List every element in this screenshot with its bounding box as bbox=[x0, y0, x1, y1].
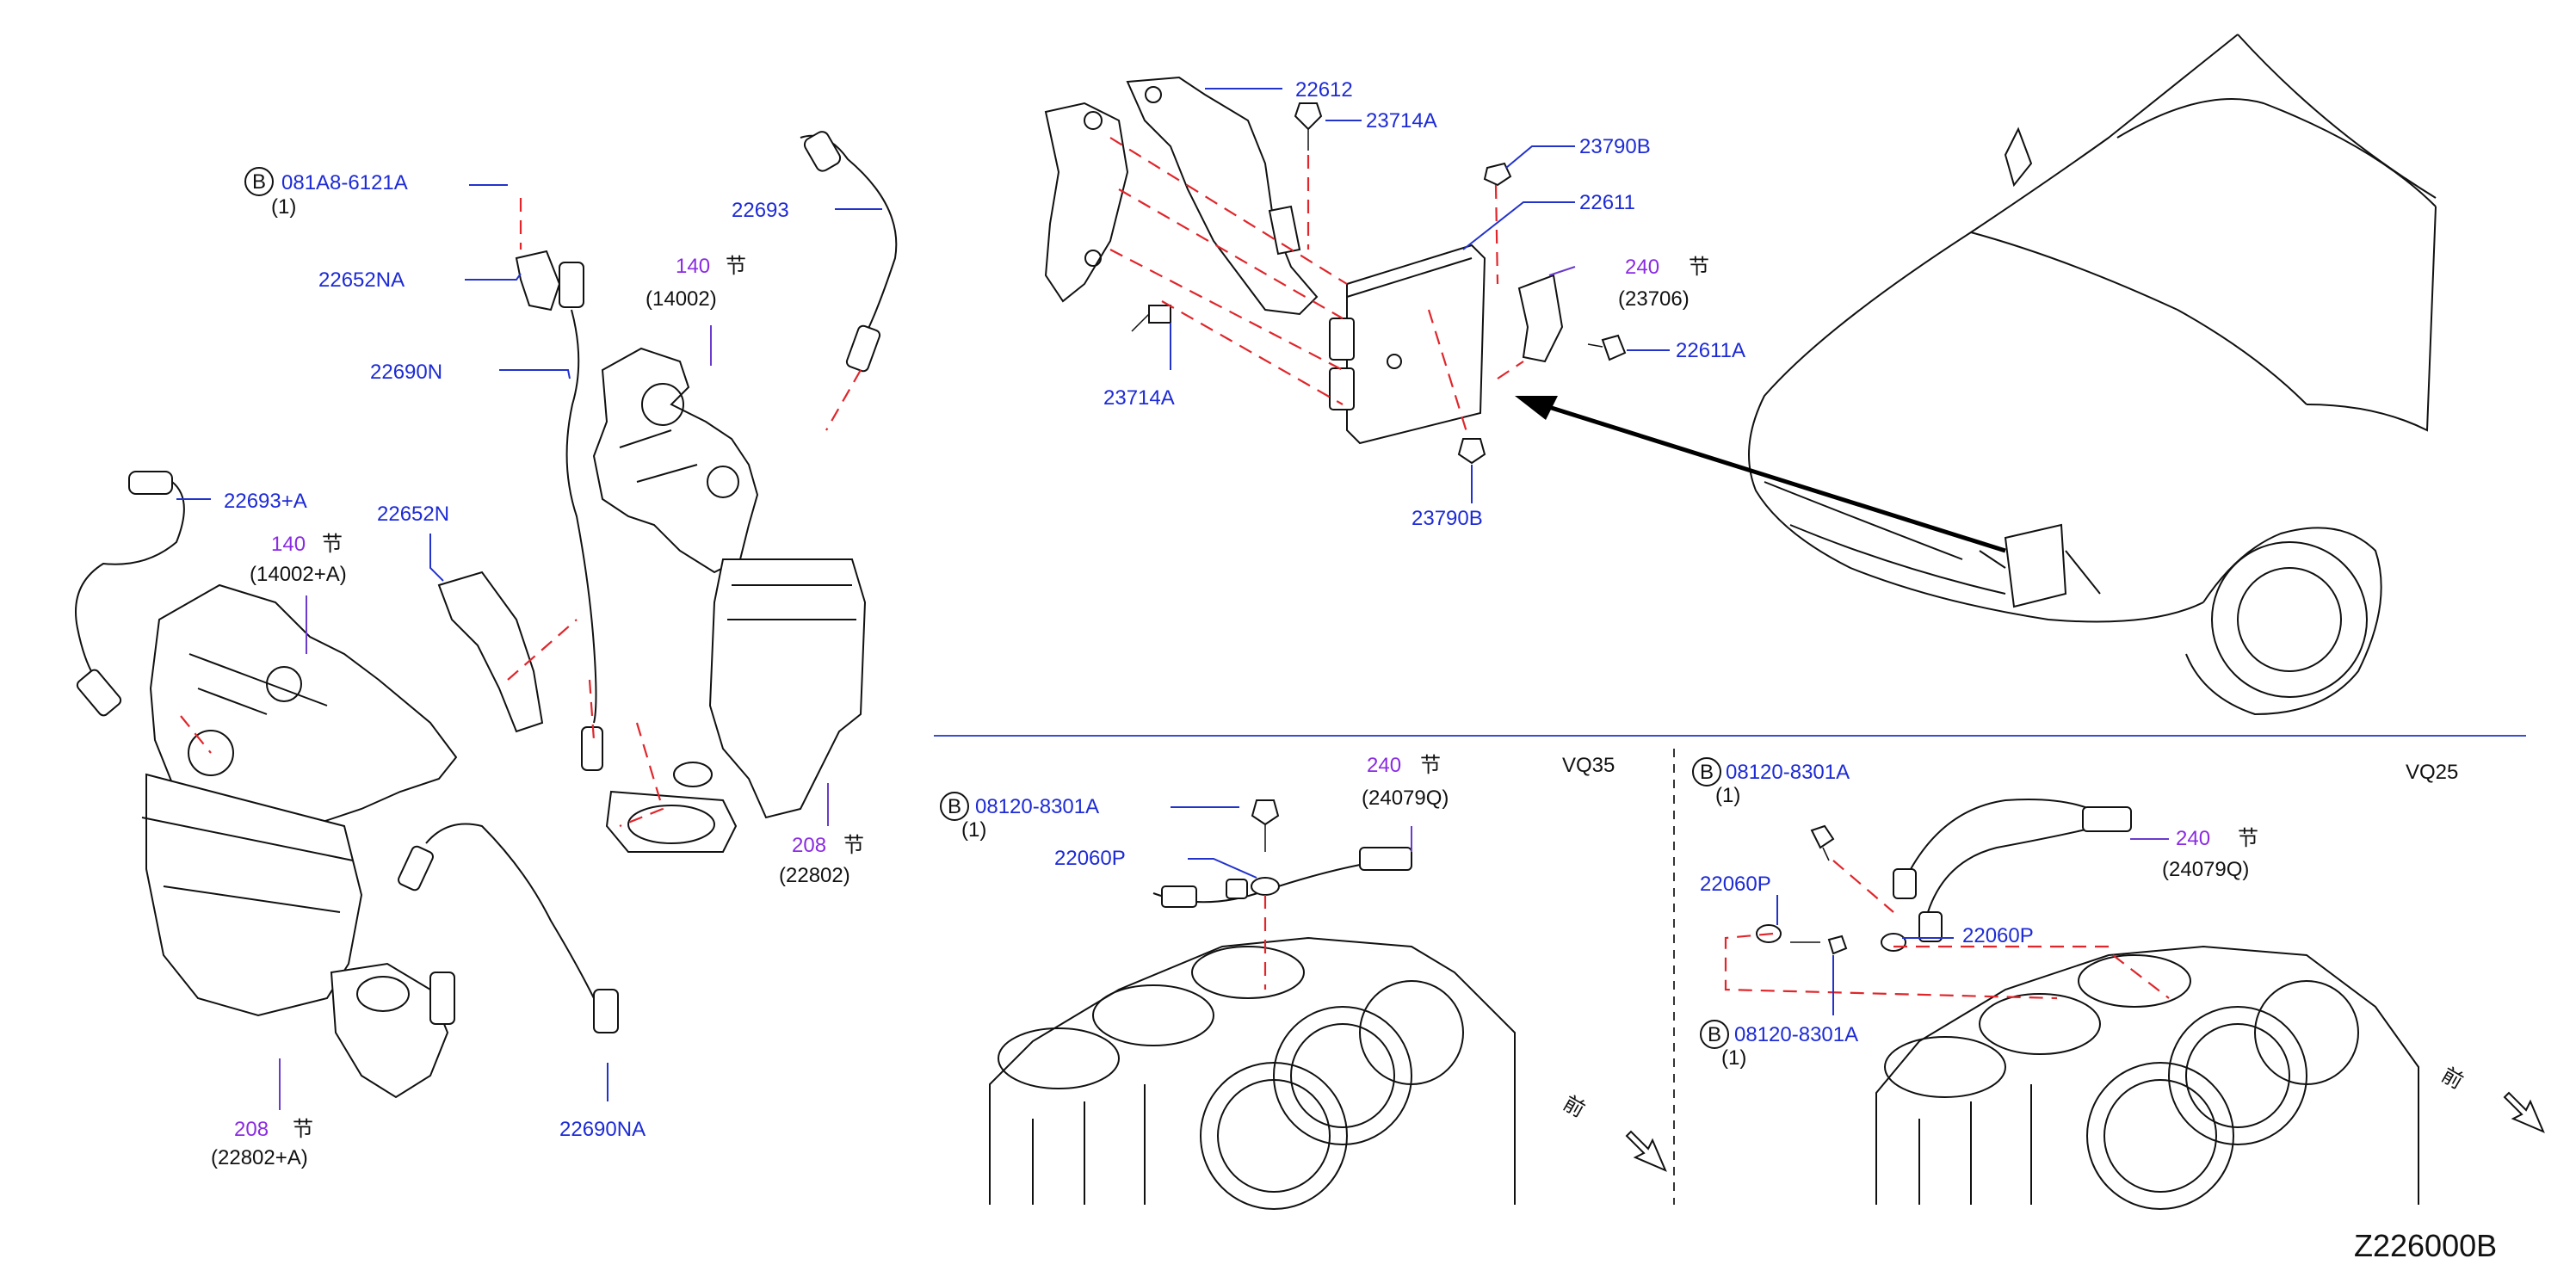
bolt-badge: B bbox=[1708, 1023, 1721, 1046]
section-dividers bbox=[934, 735, 2526, 1205]
section-glyph: 节 bbox=[1689, 256, 1709, 279]
section-glyph: 节 bbox=[1420, 754, 1441, 777]
label-22802A: (22802+A) bbox=[211, 1146, 308, 1169]
ecm-leaders bbox=[1170, 88, 1670, 503]
section-glyph: 节 bbox=[2238, 827, 2258, 850]
label-240-vq35-section: 240 bbox=[1367, 754, 1401, 777]
label-140A-section: 140 bbox=[271, 533, 306, 556]
label-22690NA: 22690NA bbox=[559, 1118, 646, 1141]
bolt-badge: B bbox=[252, 170, 266, 194]
vq25-knock-sensor-drawing bbox=[1724, 799, 2170, 1000]
vq25-leaders bbox=[1776, 838, 2169, 1015]
label-208A-section: 208 bbox=[234, 1118, 269, 1141]
label-22060P-vq35: 22060P bbox=[1054, 847, 1126, 870]
label-22612: 22612 bbox=[1295, 78, 1353, 102]
bolt-badge: B bbox=[948, 795, 961, 818]
ecm-bracket-drawing bbox=[1044, 76, 1319, 316]
callout-labels: B 081A8-6121A (1) 22693 22652NA 140 节 (1… bbox=[211, 78, 2497, 1263]
bolt-badges bbox=[244, 167, 1729, 1049]
label-08120-vq35-qty: (1) bbox=[961, 818, 986, 842]
label-22060P-vq25-left: 22060P bbox=[1700, 873, 1771, 896]
label-23706: (23706) bbox=[1618, 287, 1690, 311]
label-081A8-6121A: 081A8-6121A bbox=[281, 171, 408, 194]
front-label-vq35: 前 bbox=[1560, 1092, 1589, 1122]
vehicle-drawing bbox=[1748, 34, 2437, 716]
front-arrow-icons bbox=[1625, 1091, 2545, 1172]
label-08120-vq25-top-qty: (1) bbox=[1715, 784, 1740, 807]
bolt-badge: B bbox=[1700, 761, 1714, 784]
label-22693: 22693 bbox=[732, 199, 789, 222]
front-manifold-drawing bbox=[75, 471, 619, 1099]
label-22611: 22611 bbox=[1579, 191, 1635, 214]
label-22652N: 22652N bbox=[377, 503, 449, 526]
diagram-id: Z226000B bbox=[2354, 1228, 2497, 1263]
label-22690N: 22690N bbox=[370, 361, 442, 384]
label-22802: (22802) bbox=[779, 864, 850, 887]
ecm-unit-drawing bbox=[1329, 244, 1564, 445]
label-23714A-top: 23714A bbox=[1366, 109, 1437, 133]
location-arrow bbox=[1515, 396, 2006, 553]
label-23714A-bottom: 23714A bbox=[1103, 386, 1175, 410]
label-08120-8301A-vq25-top: 08120-8301A bbox=[1726, 761, 1850, 784]
label-22060P-vq25-right: 22060P bbox=[1962, 924, 2034, 947]
label-240-vq25-section: 240 bbox=[2176, 827, 2210, 850]
vq25-engine-block bbox=[1875, 945, 2419, 1210]
vq35-knock-sensor-drawing bbox=[1152, 799, 1412, 990]
section-glyph: 节 bbox=[843, 834, 864, 857]
label-08120-vq25-bottom-qty: (1) bbox=[1721, 1046, 1746, 1070]
manifold-leaders bbox=[176, 184, 882, 1110]
front-label-vq25: 前 bbox=[2437, 1064, 2467, 1094]
label-14002A: (14002+A) bbox=[250, 563, 347, 586]
label-23790B-top: 23790B bbox=[1579, 135, 1651, 158]
ecm-guide-lines bbox=[1109, 137, 1524, 435]
label-08120-8301A-vq35: 08120-8301A bbox=[975, 795, 1099, 818]
label-22611A: 22611A bbox=[1676, 339, 1745, 362]
label-08120-8301A-vq25-bottom: 08120-8301A bbox=[1734, 1023, 1858, 1046]
label-vq35: VQ35 bbox=[1562, 754, 1615, 777]
label-24079Q-vq25: (24079Q) bbox=[2162, 858, 2249, 881]
label-24079Q-vq35: (24079Q) bbox=[1362, 787, 1449, 810]
rear-manifold-drawing bbox=[515, 131, 898, 853]
section-glyph: 节 bbox=[726, 255, 746, 278]
label-22652NA: 22652NA bbox=[318, 268, 405, 292]
manifold-guide-lines bbox=[180, 198, 862, 828]
label-240-ecm-section: 240 bbox=[1625, 256, 1659, 279]
label-23790B-bottom: 23790B bbox=[1412, 507, 1483, 530]
section-glyph: 节 bbox=[293, 1118, 313, 1141]
label-vq25: VQ25 bbox=[2406, 761, 2458, 784]
section-glyph: 节 bbox=[322, 533, 343, 556]
label-081A8-qty: (1) bbox=[271, 195, 296, 219]
vq35-engine-block bbox=[989, 936, 1516, 1210]
label-22693A: 22693+A bbox=[224, 490, 307, 513]
label-208-section: 208 bbox=[792, 834, 826, 857]
label-14002: (14002) bbox=[646, 287, 717, 311]
label-140-section: 140 bbox=[676, 255, 710, 278]
vq35-leaders bbox=[1171, 806, 1412, 879]
